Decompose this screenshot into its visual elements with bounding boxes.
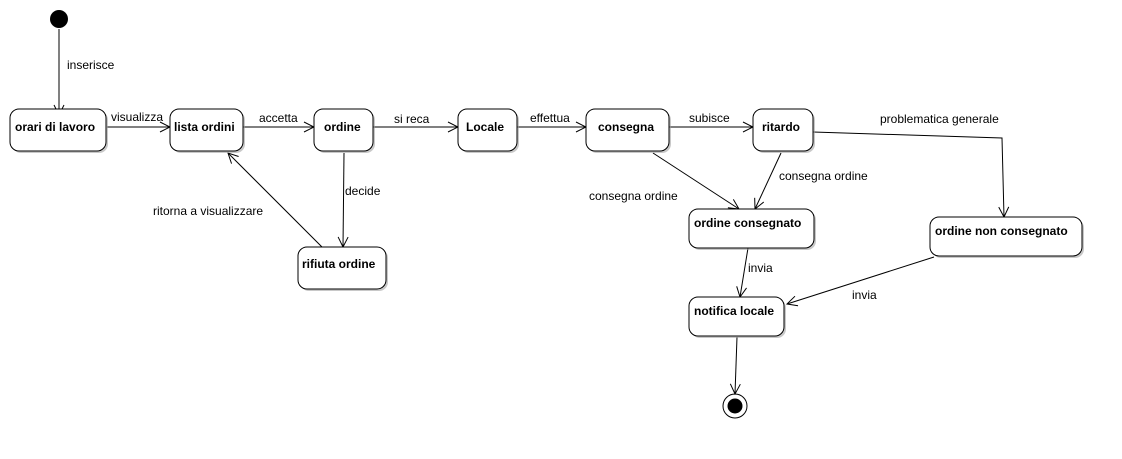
label-invia-left: invia [748,261,773,275]
label-invia-right: invia [852,288,877,302]
label-inserisce: inserisce [67,58,115,72]
label-subisce: subisce [689,111,730,125]
label-si-reca: si reca [394,112,430,126]
label-problematica-generale: problematica generale [880,112,999,126]
label-effettua: effettua [530,111,570,125]
state-orari-di-lavoro: orari di lavoro [9,108,108,153]
state-ordine-consegnato: ordine consegnato [688,208,816,250]
transition-rifiuta-lista [228,153,323,248]
state-label: ordine consegnato [694,216,801,230]
state-ordine-non-consegnato: ordine non consegnato [929,216,1084,258]
label-consegna-ordine-left: consegna ordine [589,189,678,203]
transition-non-consegnato-notifica [787,256,935,304]
state-label: consegna [598,120,654,134]
state-consegna: consegna [585,108,671,153]
transition-consegnato-notifica [740,247,749,297]
state-label: lista ordini [174,120,235,134]
initial-node [50,10,68,28]
label-accetta: accetta [259,111,298,125]
state-label: Locale [466,120,504,134]
transition-notifica-final [735,336,737,394]
state-ritardo: ritardo [752,108,815,153]
label-consegna-ordine-right: consegna ordine [779,169,868,183]
state-label: ritardo [762,120,800,134]
label-decide: decide [345,184,381,198]
state-label: notifica locale [694,304,774,318]
transition-ordine-rifiuta [343,152,344,247]
state-notifica-locale: notifica locale [688,296,786,338]
transition-consegna-consegnato [652,152,739,209]
final-node [722,393,748,419]
state-label: ordine non consegnato [935,224,1068,238]
state-label: orari di lavoro [15,120,95,134]
state-locale: Locale [457,108,519,153]
transitions [59,29,1004,394]
transition-labels: inserisce visualizza accetta si reca eff… [67,58,999,302]
state-rifiuta-ordine: rifiuta ordine [297,246,388,291]
transition-ritardo-non-consegnato [812,131,1004,217]
transition-ritardo-consegnato [755,152,782,209]
state-label: rifiuta ordine [302,257,376,271]
label-visualizza: visualizza [111,110,163,124]
state-label: ordine [324,120,361,134]
state-lista-ordini: lista ordini [169,108,245,153]
label-ritorna-a-visualizzare: ritorna a visualizzare [153,204,263,218]
state-ordine: ordine [313,108,375,153]
